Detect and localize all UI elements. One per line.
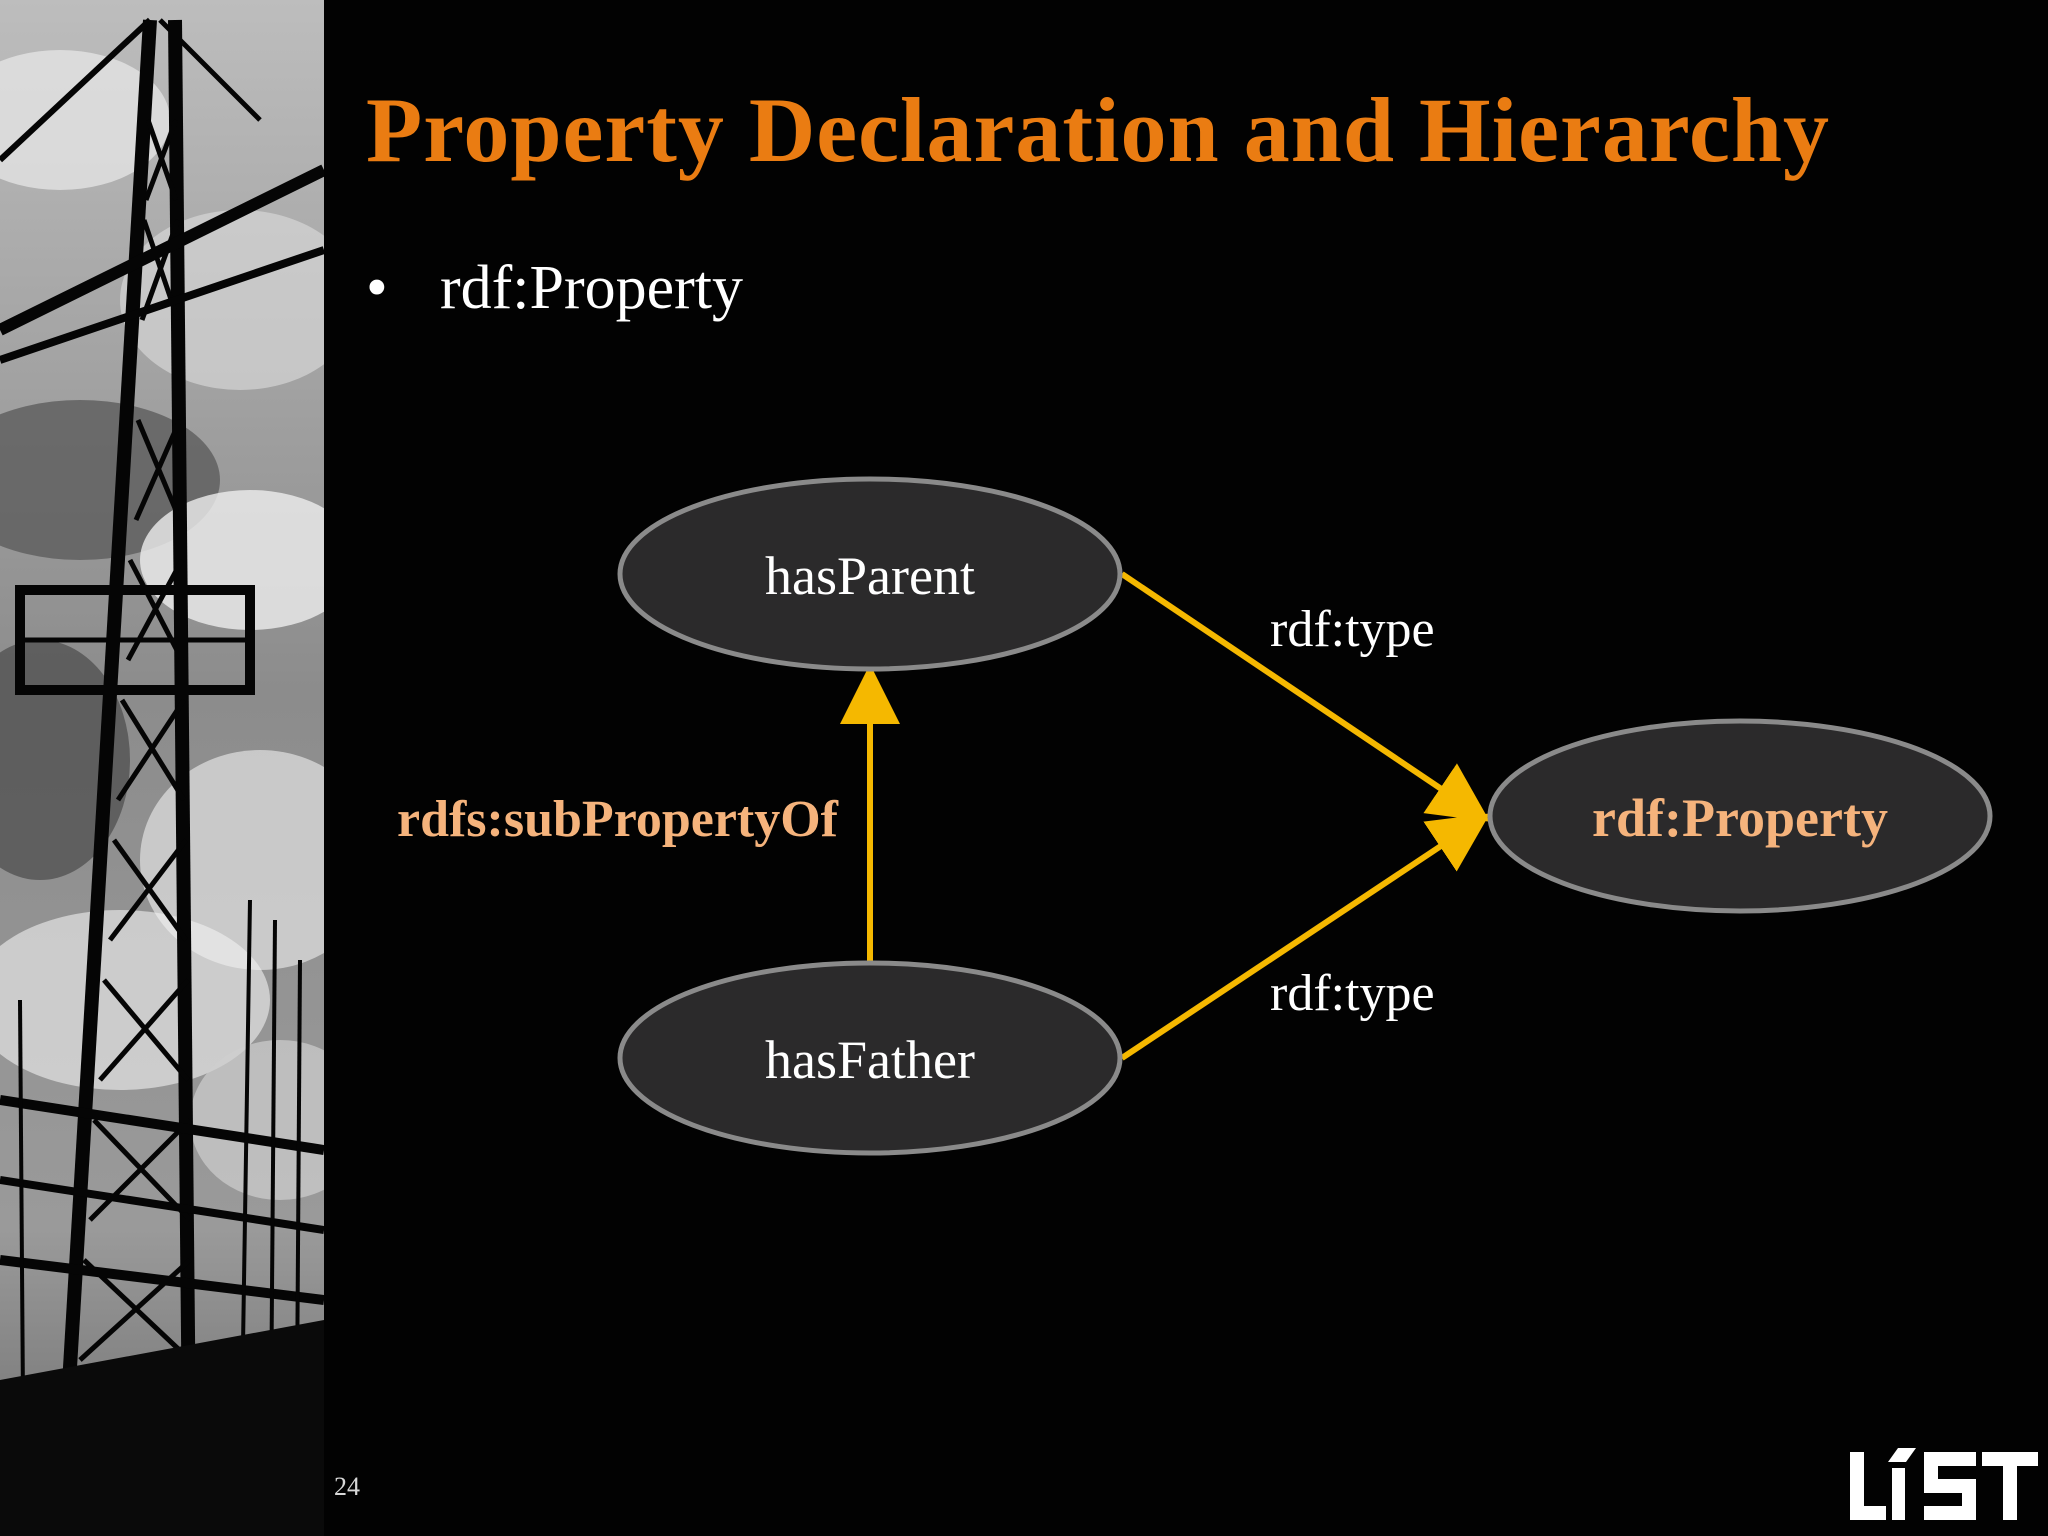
edge-subpropertyof-label: rdfs:subPropertyOf <box>397 791 839 848</box>
edge-hasfather-type-label: rdf:type <box>1270 965 1435 1022</box>
node-rdf-property-label: rdf:Property <box>1592 788 1888 848</box>
node-hasfather-label: hasFather <box>765 1030 975 1090</box>
slide-title: Property Declaration and Hierarchy <box>366 79 1830 181</box>
edge-hasfather-type-arrow <box>1120 813 1490 1061</box>
node-hasparent: hasParent <box>617 476 1123 672</box>
node-hasfather-shape <box>617 960 1123 1156</box>
node-hasparent-label: hasParent <box>765 546 975 606</box>
node-hasparent-shape <box>617 476 1123 672</box>
edge-hasparent-type-arrow <box>1120 571 1490 822</box>
node-hasfather: hasFather <box>617 960 1123 1156</box>
bullet-item: • rdf:Property <box>366 248 743 328</box>
bullet-text: rdf:Property <box>440 254 744 322</box>
page-number: 24 <box>334 1472 360 1501</box>
edge-hasparent-type-label: rdf:type <box>1270 601 1435 658</box>
node-rdf-property: rdf:Property <box>1487 718 1993 914</box>
node-rdf-property-shape <box>1487 718 1993 914</box>
crane-photo <box>0 0 324 1536</box>
bullet-marker: • <box>366 254 388 322</box>
list-logo <box>1850 1448 2038 1520</box>
